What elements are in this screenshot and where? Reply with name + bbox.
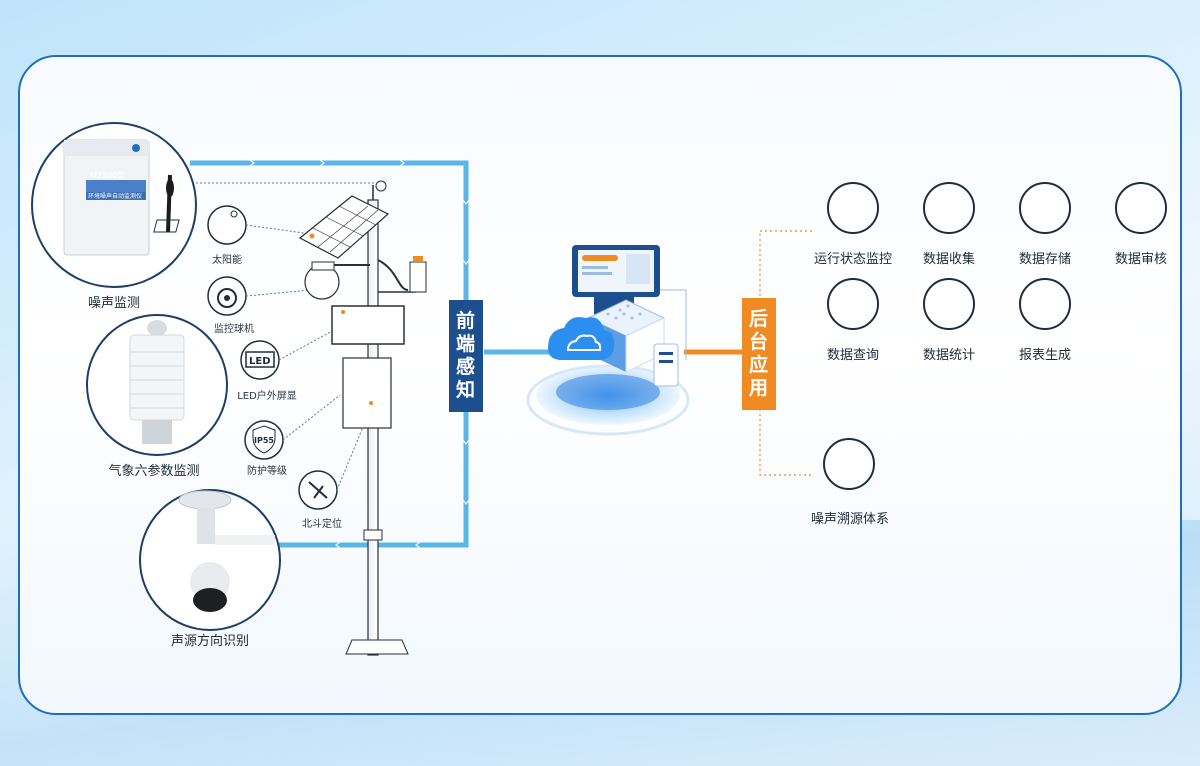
app-label-statistics: 数据统计	[922, 348, 976, 363]
back-tab-char: 用	[748, 377, 769, 399]
sound-direction-label: 声源方向识别	[170, 634, 250, 649]
app-label-query: 数据查询	[826, 348, 880, 363]
app-label-run-monitor: 运行状态监控	[813, 252, 893, 267]
device-model-text: M2300型	[90, 171, 125, 180]
bar-collect-icon	[923, 182, 975, 234]
beidou-icon	[298, 470, 338, 510]
app-label-collect: 数据收集	[922, 252, 976, 267]
monitoring-pole	[298, 180, 427, 656]
beidou-label: 北斗定位	[302, 519, 342, 530]
led-screen-label: LED户外屏显	[237, 391, 297, 402]
back-tab-char: 应	[748, 354, 769, 376]
weather-six-circle	[86, 314, 228, 456]
front-tab-char: 感	[455, 356, 476, 378]
weather-six-label: 气象六参数监测	[108, 464, 200, 479]
query-icon	[827, 278, 879, 330]
monitor-chart-icon	[827, 182, 879, 234]
statistics-icon	[923, 278, 975, 330]
front-tab-char: 知	[455, 379, 476, 401]
app-label-report: 报表生成	[1018, 348, 1072, 363]
back-tab-char: 后	[748, 308, 769, 330]
app-label-noise-trace: 噪声溯源体系	[810, 512, 890, 527]
solar-icon	[153, 205, 247, 245]
protection-label: 防护等级	[247, 466, 287, 477]
device-name-text: 环境噪声自动监测仪	[88, 192, 142, 200]
solar-label: 太阳能	[212, 255, 242, 266]
dome-camera-icon	[207, 276, 247, 316]
app-label-storage: 数据存储	[1018, 252, 1072, 267]
front-perception-tab: 前 端 感 知	[449, 300, 483, 412]
storage-icon	[1019, 182, 1071, 234]
sound-direction-circle	[139, 489, 281, 631]
noise-monitor-label: 噪声监测	[87, 296, 141, 311]
frame-arrows	[249, 159, 470, 549]
report-icon	[1019, 278, 1071, 330]
front-tab-char: 端	[455, 333, 476, 355]
cloud-platform	[526, 245, 690, 436]
back-tab-char: 台	[748, 331, 769, 353]
app-label-audit: 数据审核	[1114, 252, 1168, 267]
led-icon-text: LED	[249, 356, 271, 367]
ip55-icon-text: IP55	[254, 436, 274, 445]
audit-icon	[1115, 182, 1167, 234]
noise-monitor-circle	[31, 122, 197, 288]
apps-bracket	[759, 230, 812, 476]
app-glyphs	[834, 191, 1155, 483]
noise-trace-icon	[823, 438, 875, 490]
dome-camera-label: 监控球机	[214, 324, 254, 335]
backend-app-tab: 后 台 应 用	[742, 298, 776, 410]
front-tab-char: 前	[455, 310, 476, 332]
